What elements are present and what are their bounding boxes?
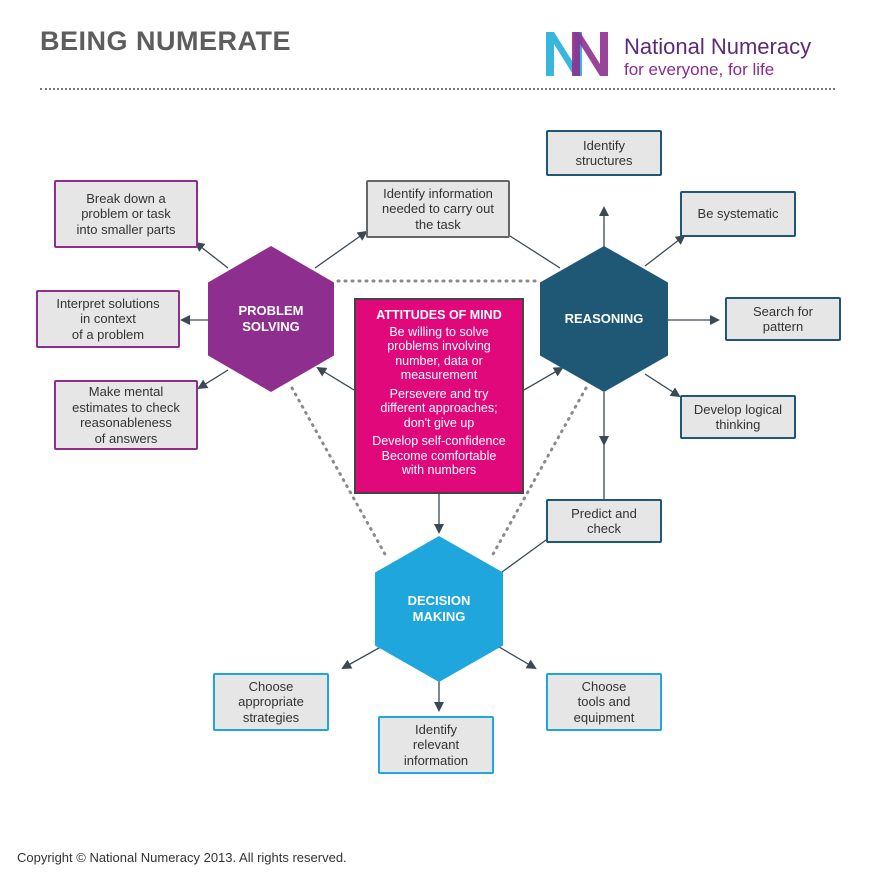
- box-predict-and-check: Predict and check: [546, 499, 662, 543]
- box-choose-tools: Choose tools and equipment: [546, 673, 662, 731]
- attitudes-heading: ATTITUDES OF MIND: [376, 308, 502, 322]
- box-break-down-problem: Break down a problem or task into smalle…: [54, 180, 198, 248]
- page-title: BEING NUMERATE: [40, 26, 292, 56]
- header-divider: [40, 88, 835, 90]
- hub-problem-solving: PROBLEM SOLVING: [208, 246, 334, 392]
- logo-text: National Numeracy for everyone, for life: [624, 34, 812, 79]
- logo-name: National Numeracy: [624, 34, 812, 59]
- box-identify-structures: Identify structures: [546, 130, 662, 176]
- box-interpret-solutions: Interpret solutions in context of a prob…: [36, 290, 180, 348]
- national-numeracy-logo: [546, 32, 608, 76]
- attitude-item: Become comfortable with numbers: [381, 448, 497, 478]
- copyright-text: Copyright © National Numeracy 2013. All …: [17, 850, 347, 865]
- attitude-item: Persevere and try different approaches; …: [380, 386, 498, 430]
- box-identify-information: Identify information needed to carry out…: [366, 180, 510, 238]
- attitudes-of-mind-box: ATTITUDES OF MIND Be willing to solve pr…: [354, 298, 524, 494]
- box-choose-strategies: Choose appropriate strategies: [213, 673, 329, 731]
- attitude-item: Develop self-confidence: [372, 434, 506, 448]
- attitude-item: Be willing to solve problems involving n…: [387, 324, 491, 383]
- box-search-for-pattern: Search for pattern: [725, 297, 841, 341]
- logo-tagline: for everyone, for life: [624, 60, 775, 79]
- box-mental-estimates: Make mental estimates to check reasonabl…: [54, 380, 198, 450]
- box-develop-logical-thinking: Develop logical thinking: [680, 395, 796, 439]
- box-identify-relevant-information: Identify relevant information: [378, 716, 494, 774]
- box-be-systematic: Be systematic: [680, 191, 796, 237]
